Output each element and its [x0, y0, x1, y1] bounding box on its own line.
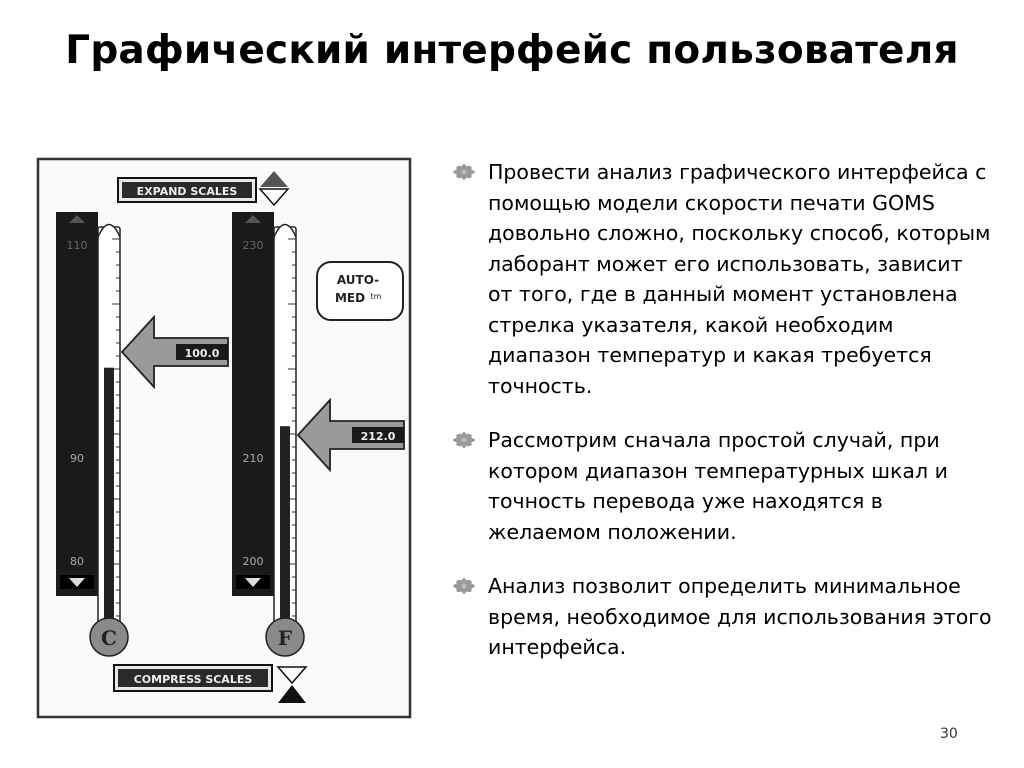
- automed-tm: tm: [371, 292, 382, 301]
- compress-scales-button[interactable]: COMPRESS SCALES: [113, 664, 273, 692]
- flower-bullet-icon: [453, 164, 475, 180]
- automed-line2: MED: [335, 291, 365, 305]
- automed-line1: AUTO-: [337, 273, 379, 287]
- thermometer-svg: EXPAND SCALES 110 90 80: [36, 157, 412, 719]
- fahrenheit-scroll-down-icon[interactable]: [245, 578, 261, 587]
- expand-arrows-icon[interactable]: [258, 171, 290, 207]
- fahrenheit-scale-bar: [232, 212, 274, 596]
- expand-scales-label: EXPAND SCALES: [137, 185, 238, 198]
- fahrenheit-readout: 212.0: [361, 430, 396, 443]
- compress-scales-label: COMPRESS SCALES: [134, 673, 253, 686]
- bullet-item: Анализ позволит определить минимальное в…: [452, 571, 992, 663]
- celsius-scroll-down-icon[interactable]: [69, 578, 85, 587]
- celsius-pointer-arrow[interactable]: 100.0: [120, 314, 229, 390]
- page-number: 30: [940, 726, 958, 742]
- expand-scales-button[interactable]: EXPAND SCALES: [117, 177, 257, 203]
- bullet-item: Рассмотрим сначала простой случай, при к…: [452, 425, 992, 547]
- fahrenheit-top-label: 230: [243, 239, 264, 252]
- fahrenheit-thermometer: 230 210 200 F 212.0: [232, 212, 405, 657]
- fahrenheit-fill: [280, 426, 290, 629]
- celsius-unit: C: [101, 626, 117, 650]
- bullet-list: Провести анализ графического интерфейса …: [452, 157, 992, 687]
- celsius-top-label: 110: [67, 239, 88, 252]
- fahrenheit-label-210: 210: [243, 452, 264, 465]
- compress-arrows-icon[interactable]: [276, 666, 308, 703]
- celsius-scroll-up-icon[interactable]: [69, 215, 85, 223]
- flower-bullet-icon: [453, 578, 475, 594]
- celsius-fill: [104, 367, 114, 629]
- flower-bullet-icon: [453, 432, 475, 448]
- celsius-thermometer: 110 90 80 C 100.0: [56, 212, 229, 657]
- celsius-label-80: 80: [70, 555, 84, 568]
- celsius-label-90: 90: [70, 452, 84, 465]
- fahrenheit-scroll-up-icon[interactable]: [245, 215, 261, 223]
- celsius-readout: 100.0: [185, 347, 220, 360]
- bullet-text: Анализ позволит определить минимальное в…: [488, 574, 992, 659]
- bullet-text: Рассмотрим сначала простой случай, при к…: [488, 428, 948, 544]
- celsius-scale-bar: [56, 212, 98, 596]
- celsius-bulb: [89, 617, 129, 657]
- fahrenheit-bulb: [265, 617, 305, 657]
- bullet-item: Провести анализ графического интерфейса …: [452, 157, 992, 401]
- fahrenheit-unit: F: [278, 626, 292, 650]
- thermometer-figure: EXPAND SCALES 110 90 80: [36, 157, 414, 719]
- fahrenheit-label-200: 200: [243, 555, 264, 568]
- slide-title: Графический интерфейс пользователя: [65, 28, 959, 73]
- fahrenheit-pointer-arrow[interactable]: 212.0: [296, 397, 405, 473]
- bullet-text: Провести анализ графического интерфейса …: [488, 160, 991, 398]
- automed-button[interactable]: AUTO- MED tm: [316, 261, 404, 321]
